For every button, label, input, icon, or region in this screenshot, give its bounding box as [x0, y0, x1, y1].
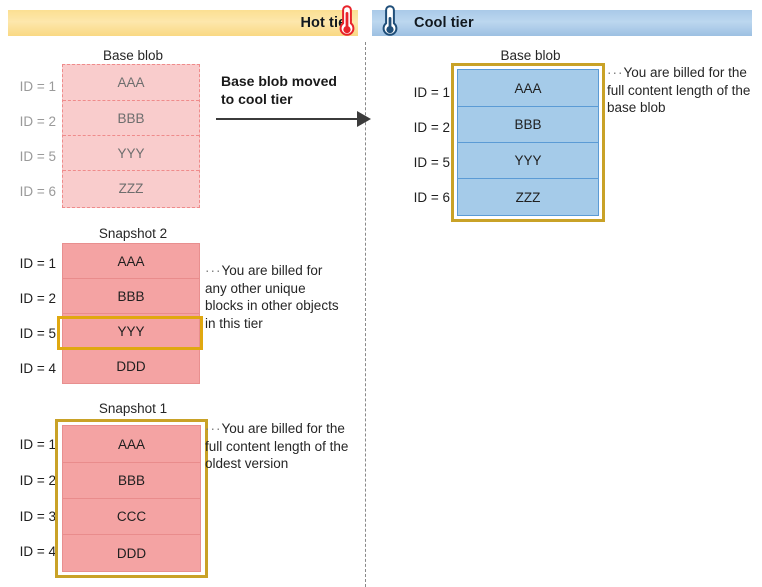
- cool-tier-header: Cool tier: [372, 10, 752, 36]
- cool-base-blob-row-id-1: ID = 2: [413, 120, 450, 135]
- cool-base-blob-row-id-2: ID = 5: [413, 155, 450, 170]
- hot-base-blob-table: AAA BBB YYY ZZZ: [62, 64, 200, 208]
- snapshot1-row-id-1: ID = 2: [19, 473, 56, 488]
- table-row: ZZZ: [515, 189, 541, 205]
- snapshot1-title: Snapshot 1: [98, 401, 168, 416]
- snapshot1-row-id-3: ID = 4: [19, 544, 56, 559]
- snapshot2-table: AAA BBB YYY DDD: [62, 243, 200, 384]
- table-row: BBB: [63, 463, 200, 499]
- cool-tier-label: Cool tier: [414, 15, 474, 31]
- hot-base-blob-row-id-0: ID = 1: [19, 79, 56, 94]
- snapshot2-row-id-2: ID = 5: [19, 326, 56, 341]
- table-row: BBB: [63, 101, 199, 136]
- table-row: YYY: [63, 136, 199, 171]
- table-row: ZZZ: [118, 181, 144, 196]
- table-row: CCC: [63, 499, 200, 535]
- move-label-line1: Base blob moved: [221, 73, 337, 89]
- snapshot2-row-id-1: ID = 2: [19, 291, 56, 306]
- thermometer-cool-icon: [382, 5, 398, 36]
- table-row: AAA: [63, 426, 200, 463]
- hot-tier-label: Hot tier: [300, 15, 352, 31]
- snapshot1-table: AAA BBB CCC DDD: [62, 425, 201, 572]
- move-label: Base blob moved to cool tier: [221, 72, 351, 108]
- snapshot1-note: ···You are billed for the full content l…: [205, 421, 349, 471]
- table-row: AAA: [63, 244, 199, 279]
- table-row: BBB: [458, 107, 598, 143]
- cool-base-blob-note: ···You are billed for the full content l…: [607, 65, 751, 115]
- snapshot2-row-id-0: ID = 1: [19, 256, 56, 271]
- table-row: AAA: [63, 65, 199, 101]
- cool-base-blob-highlight-frame: [451, 63, 605, 222]
- snapshot2-note: ···You are billed for any other unique b…: [205, 263, 339, 331]
- arrow-head-icon: [357, 111, 371, 127]
- table-row: YYY: [458, 143, 598, 179]
- snapshot1-highlight-frame: [55, 419, 208, 578]
- table-row: DDD: [116, 358, 146, 374]
- tier-divider: [365, 42, 366, 587]
- cool-base-blob-row-id-3: ID = 6: [413, 190, 450, 205]
- cool-base-blob-title: Base blob: [500, 48, 561, 63]
- leader-dots: ···: [205, 421, 222, 436]
- cool-base-blob-table: AAA BBB YYY ZZZ: [457, 69, 599, 216]
- table-row: AAA: [458, 70, 598, 107]
- table-row: DDD: [116, 545, 147, 561]
- snapshot1-row-id-2: ID = 3: [19, 509, 56, 524]
- hot-base-blob-row-id-1: ID = 2: [19, 114, 56, 129]
- thermometer-hot-icon: [339, 5, 355, 36]
- hot-tier-header: Hot tier: [8, 10, 358, 36]
- snapshot2-title: Snapshot 2: [98, 226, 168, 241]
- move-label-line2: to cool tier: [221, 91, 293, 107]
- snapshot2-row-id-3: ID = 4: [19, 361, 56, 376]
- table-row: BBB: [63, 279, 199, 314]
- hot-base-blob-row-id-3: ID = 6: [19, 184, 56, 199]
- leader-dots: ···: [205, 263, 222, 278]
- cool-base-blob-row-id-0: ID = 1: [413, 85, 450, 100]
- arrow-right-icon: [216, 118, 358, 121]
- leader-dots: ···: [607, 65, 624, 80]
- hot-base-blob-title: Base blob: [102, 48, 164, 63]
- hot-base-blob-row-id-2: ID = 5: [19, 149, 56, 164]
- snapshot1-row-id-0: ID = 1: [19, 437, 56, 452]
- snapshot2-highlight-row: [57, 316, 203, 350]
